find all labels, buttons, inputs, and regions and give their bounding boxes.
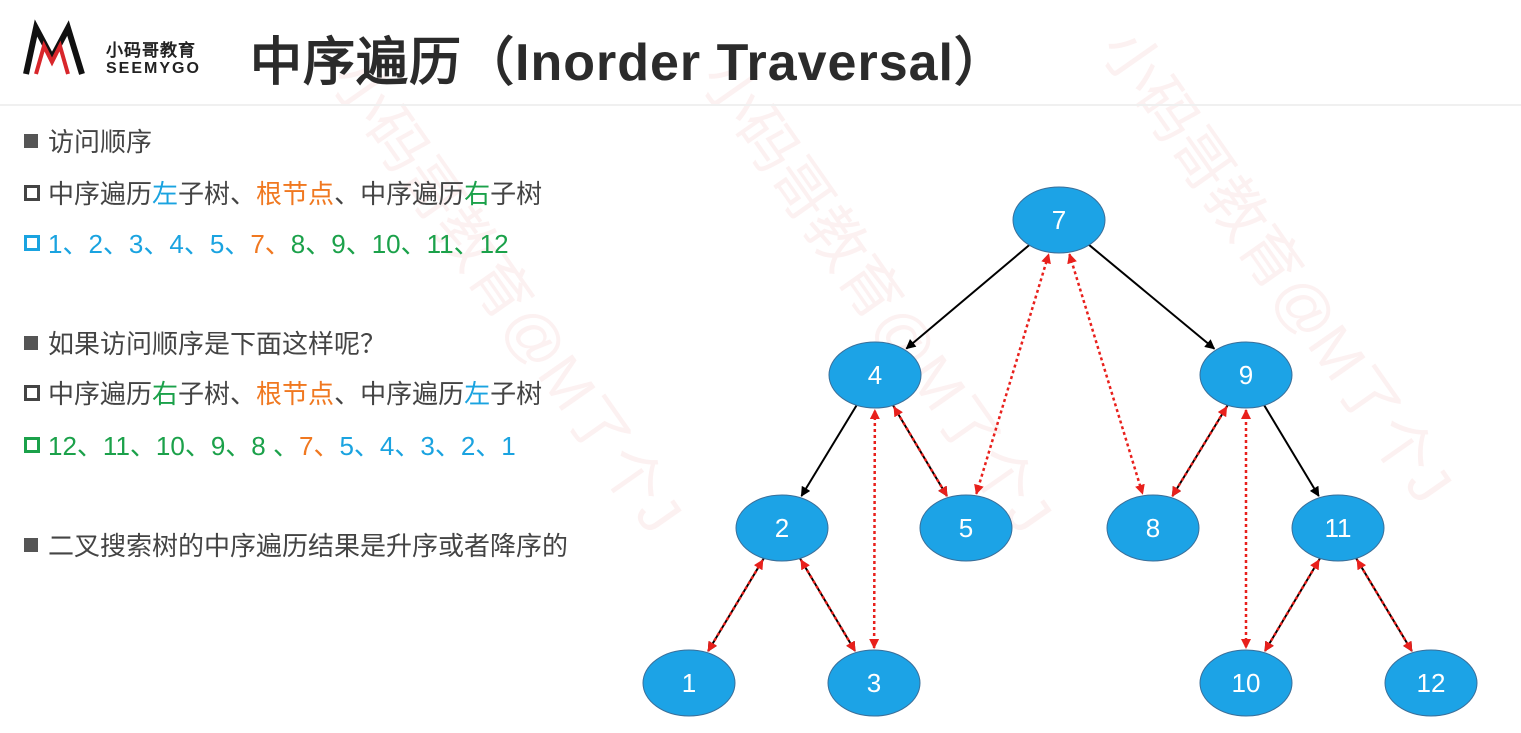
order1-part-a: 中序遍历	[48, 179, 153, 209]
tree-node-label: 1	[682, 668, 696, 698]
order1-part-e: 、中序遍历	[334, 179, 465, 209]
tree-edges	[707, 244, 1413, 652]
traversal-path	[707, 253, 1413, 652]
order1-line: 中序遍历左子树、根节点、中序遍历右子树	[24, 174, 542, 211]
tree-node-label: 7	[1052, 205, 1066, 235]
order2-right: 右	[152, 379, 179, 409]
order2-part-e: 、中序遍历	[334, 379, 465, 409]
tree-edge-9-11	[1263, 404, 1320, 497]
order1-part-g: 子树	[490, 179, 543, 209]
order2-root: 根节点	[256, 379, 335, 409]
tree-node-shape	[1106, 494, 1200, 562]
order2-part-c: 子树、	[178, 379, 257, 409]
tree-node-shape	[1199, 649, 1293, 717]
page-title: 中序遍历（Inorder Traversal）	[250, 34, 1007, 92]
tree-node-label: 10	[1232, 668, 1261, 698]
seq2-line: 12、11、10、9、8 、7、5、4、3、2、1	[24, 426, 516, 463]
tree-node-label: 4	[868, 360, 882, 390]
section1-heading: 访问顺序	[24, 122, 152, 159]
order2-part-a: 中序遍历	[48, 379, 153, 409]
seq2-orange: 7、	[298, 431, 340, 461]
tree-node-shape	[1199, 341, 1293, 409]
traversal-step-7-8	[1067, 253, 1145, 495]
tree-node-12: 12	[1384, 649, 1478, 717]
seq2-green: 12、11、10、9、8 、	[48, 431, 299, 461]
seq1-blue: 1、2、3、4、5、	[48, 229, 251, 259]
tree-node-2: 2	[735, 494, 829, 562]
tree-node-shape	[919, 494, 1013, 562]
traversal-step-5-7	[974, 253, 1051, 495]
tree-node-shape	[1012, 186, 1106, 254]
header: 小码哥教育 SEEMYGO 中序遍历（Inorder Traversal）	[0, 0, 1521, 106]
order1-left: 左	[152, 179, 179, 209]
tree-node-label: 3	[867, 668, 881, 698]
section2-heading: 如果访问顺序是下面这样呢？	[24, 324, 386, 361]
tree-node-5: 5	[919, 494, 1013, 562]
tree-edge-7-9	[1088, 244, 1216, 350]
traversal-step-3-4	[869, 408, 880, 650]
section2-heading-text: 如果访问顺序是下面这样呢？	[48, 329, 387, 359]
logo-en-text: SEEMYGO	[106, 60, 201, 77]
tree-node-label: 12	[1417, 668, 1446, 698]
tree-node-7: 7	[1012, 186, 1106, 254]
order2-line: 中序遍历右子树、根节点、中序遍历左子树	[24, 374, 542, 411]
hollow-square-bullet-icon	[24, 385, 40, 401]
tree-node-4: 4	[828, 341, 922, 409]
tree-node-label: 5	[959, 513, 973, 543]
order2-left: 左	[464, 379, 491, 409]
hollow-square-bullet-icon	[24, 235, 40, 251]
order1-right: 右	[464, 179, 491, 209]
tree-edge-7-4	[905, 244, 1030, 350]
tree-node-9: 9	[1199, 341, 1293, 409]
traversal-step-8-9	[1171, 406, 1228, 497]
tree-node-label: 2	[775, 513, 789, 543]
tree-node-shape	[1384, 649, 1478, 717]
tree-node-1: 1	[642, 649, 736, 717]
tree-node-11: 11	[1291, 494, 1385, 562]
tree-node-8: 8	[1106, 494, 1200, 562]
tree-node-3: 3	[827, 649, 921, 717]
order1-root: 根节点	[256, 179, 335, 209]
filled-square-bullet-icon	[24, 336, 38, 350]
order2-part-g: 子树	[490, 379, 543, 409]
traversal-step-4-5	[893, 406, 948, 497]
tree-node-label: 9	[1239, 360, 1253, 390]
tree-node-shape	[735, 494, 829, 562]
seq1-line: 1、2、3、4、5、7、8、9、10、11、12	[24, 224, 509, 261]
tree-edge-4-2	[800, 404, 858, 497]
filled-square-bullet-icon	[24, 134, 38, 148]
tree-node-label: 11	[1325, 513, 1352, 543]
tree-node-label: 8	[1146, 513, 1160, 543]
tree-node-shape	[827, 649, 921, 717]
hollow-square-bullet-icon	[24, 437, 40, 453]
section3-heading-text: 二叉搜索树的中序遍历结果是升序或者降序的	[48, 531, 569, 561]
order1-part-c: 子树、	[178, 179, 257, 209]
tree-node-10: 10	[1199, 649, 1293, 717]
tree-node-shape	[828, 341, 922, 409]
filled-square-bullet-icon	[24, 538, 38, 552]
logo-mark-icon	[23, 19, 85, 75]
section1-heading-text: 访问顺序	[48, 127, 153, 157]
seq2-blue: 5、4、3、2、1	[339, 431, 516, 461]
seq1-green: 8、9、10、11、12	[290, 229, 509, 259]
logo-cn-text: 小码哥教育	[106, 41, 196, 60]
tree-node-shape	[642, 649, 736, 717]
logo: 小码哥教育 SEEMYGO	[22, 18, 222, 80]
seq1-orange: 7、	[250, 229, 291, 259]
section3-heading: 二叉搜索树的中序遍历结果是升序或者降序的	[24, 526, 568, 563]
tree-node-shape	[1291, 494, 1385, 562]
hollow-square-bullet-icon	[24, 185, 40, 201]
